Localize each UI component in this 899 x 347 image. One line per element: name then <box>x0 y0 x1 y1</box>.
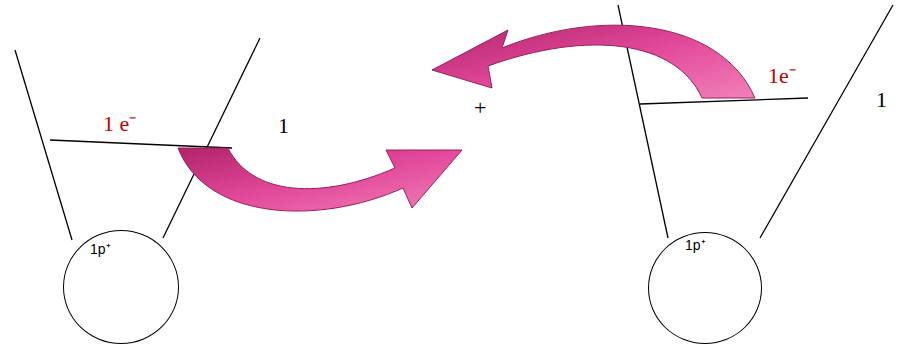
energy-level <box>50 140 232 148</box>
well-wall <box>760 5 893 238</box>
count-label: + <box>474 96 486 120</box>
proton-nucleus: 1p⁺ <box>63 230 179 344</box>
electron-label: 1 e⁻ <box>103 112 136 136</box>
nucleus-label: 1p⁺ <box>90 239 111 258</box>
proton-nucleus: 1p⁺ <box>648 232 762 344</box>
electron-transfer-arrow <box>432 25 755 98</box>
count-label: 1 <box>876 88 887 112</box>
well-wall <box>163 38 260 238</box>
nucleus-label: 1p⁺ <box>685 235 706 254</box>
electron-label: 1e⁻ <box>768 64 796 88</box>
count-label: 1 <box>278 114 289 138</box>
energy-level <box>640 98 808 104</box>
well-wall <box>15 50 72 240</box>
electron-transfer-arrow <box>178 148 462 211</box>
